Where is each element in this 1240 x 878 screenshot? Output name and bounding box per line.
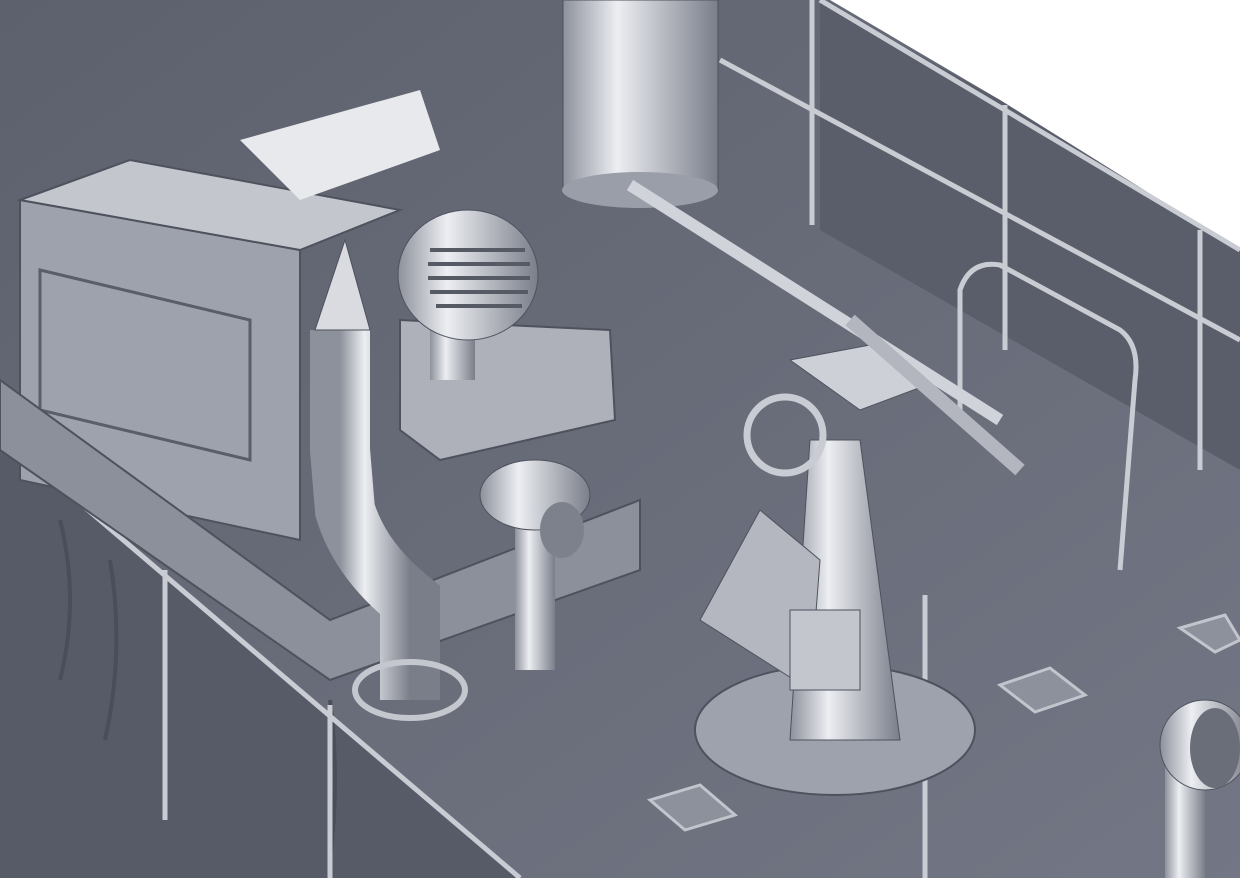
gun-box	[789, 609, 861, 691]
hatch-lid	[240, 90, 440, 200]
handwheel	[743, 393, 827, 477]
ventilator-head	[397, 209, 539, 341]
gun-barrel	[626, 179, 1004, 426]
exhaust-pipe	[310, 330, 440, 700]
deck-platform	[0, 378, 641, 682]
deck-cleats	[646, 613, 1240, 832]
background-sky	[830, 0, 1240, 250]
tank-cylinder	[562, 0, 719, 191]
ventilator-grille	[428, 248, 530, 308]
pipe-flange	[352, 659, 468, 721]
